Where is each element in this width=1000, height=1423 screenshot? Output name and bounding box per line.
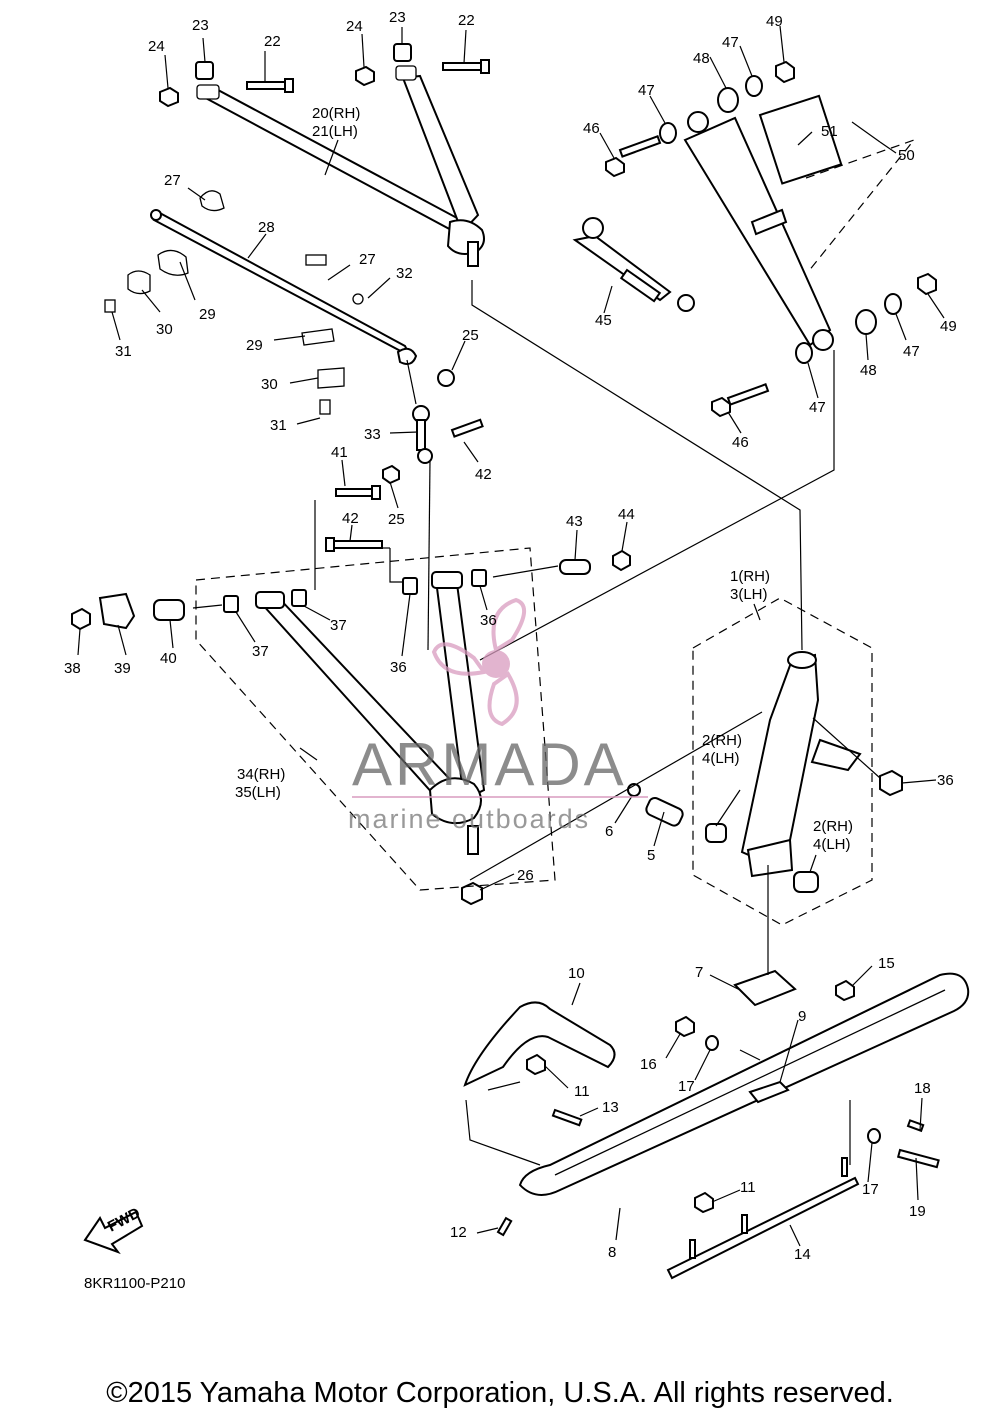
callout: 47 (903, 343, 920, 360)
callout: 34(RH) (237, 766, 285, 783)
callout: 40 (160, 650, 177, 667)
callout: 14 (794, 1246, 811, 1263)
callout: 6 (605, 823, 613, 840)
callout: 3(LH) (730, 586, 768, 603)
shock-absorber (605, 60, 937, 418)
callout: 36 (480, 612, 497, 629)
callout: 20(RH) (312, 105, 360, 122)
callout: 44 (618, 506, 635, 523)
callout: 43 (566, 513, 583, 530)
callout: 46 (583, 120, 600, 137)
lower-arm-hardware (71, 485, 631, 906)
ski-assembly (463, 969, 970, 1280)
callout: 24 (346, 18, 363, 35)
callout: 18 (914, 1080, 931, 1097)
callout: 42 (342, 510, 359, 527)
callout: 47 (638, 82, 655, 99)
callout: 10 (568, 965, 585, 982)
callout: 31 (270, 417, 287, 434)
callout: 47 (722, 34, 739, 51)
callout: 26 (517, 867, 534, 884)
leader-lines (77, 25, 945, 1247)
fwd-arrow-icon: FWD (83, 1204, 144, 1255)
callout: 49 (766, 13, 783, 30)
watermark-brand: ARMADA (352, 731, 627, 798)
callout: 11 (574, 1083, 590, 1100)
callout: 12 (450, 1224, 467, 1241)
callout: 46 (732, 434, 749, 451)
callout: 32 (396, 265, 413, 282)
callout: 27 (164, 172, 181, 189)
callout: 35(LH) (235, 784, 281, 801)
callout: 13 (602, 1099, 619, 1116)
callout: 23 (192, 17, 209, 34)
stabilizer-bar (104, 190, 455, 415)
callout: 48 (693, 50, 710, 67)
lower-a-arm (255, 571, 486, 855)
callout: 4(LH) (813, 836, 851, 853)
callout: 16 (640, 1056, 657, 1073)
callout: 38 (64, 660, 81, 677)
callout: 30 (156, 321, 173, 338)
callout: 21(LH) (312, 123, 358, 140)
callout: 9 (798, 1008, 806, 1025)
stabilizer-link (382, 405, 484, 485)
group-outlines (195, 138, 916, 926)
callout: 22 (264, 33, 281, 50)
callout: 5 (647, 847, 655, 864)
steering-rod (572, 217, 695, 312)
upper-a-arm (196, 65, 485, 267)
propeller-logo-icon (431, 597, 526, 727)
watermark-tagline: marine outboards (348, 804, 590, 834)
watermark: ARMADA marine outboards (348, 597, 648, 834)
callout-labels: 23 22 24 24 23 22 20(RH) 21(LH) 27 28 27… (64, 9, 957, 1263)
callout: 37 (252, 643, 269, 660)
callout: 30 (261, 376, 278, 393)
callout: 36 (390, 659, 407, 676)
callout: 4(LH) (702, 750, 740, 767)
callout: 37 (330, 617, 347, 634)
callout: 28 (258, 219, 275, 236)
callout: 17 (678, 1078, 695, 1095)
connection-lines (192, 280, 881, 1166)
callout: 33 (364, 426, 381, 443)
callout: 29 (246, 337, 263, 354)
callout: 7 (695, 964, 703, 981)
upper-arm-hardware (159, 43, 490, 108)
callout: 11 (740, 1179, 756, 1196)
callout: 25 (388, 511, 405, 528)
callout: 39 (114, 660, 131, 677)
callout: 25 (462, 327, 479, 344)
callout: 29 (199, 306, 216, 323)
callout: 51 (821, 123, 838, 140)
callout: 31 (115, 343, 132, 360)
callout: 19 (909, 1203, 926, 1220)
callout: 23 (389, 9, 406, 26)
callout: 41 (331, 444, 348, 461)
copyright-notice: ©2015 Yamaha Motor Corporation, U.S.A. A… (106, 1377, 894, 1409)
callout: 24 (148, 38, 165, 55)
callout: 2(RH) (813, 818, 853, 835)
callout: 48 (860, 362, 877, 379)
callout: 2(RH) (702, 732, 742, 749)
callout: 45 (595, 312, 612, 329)
callout: 49 (940, 318, 957, 335)
callout: 42 (475, 466, 492, 483)
callout: 27 (359, 251, 376, 268)
callout: 50 (898, 147, 915, 164)
callout: 1(RH) (730, 568, 770, 585)
callout: 47 (809, 399, 826, 416)
ski-spindle (627, 651, 903, 893)
callout: 17 (862, 1181, 879, 1198)
callout: 22 (458, 12, 475, 29)
callout: 36 (937, 772, 954, 789)
callout: 8 (608, 1244, 616, 1261)
callout: 15 (878, 955, 895, 972)
diagram-code: 8KR1100-P210 (84, 1275, 185, 1292)
